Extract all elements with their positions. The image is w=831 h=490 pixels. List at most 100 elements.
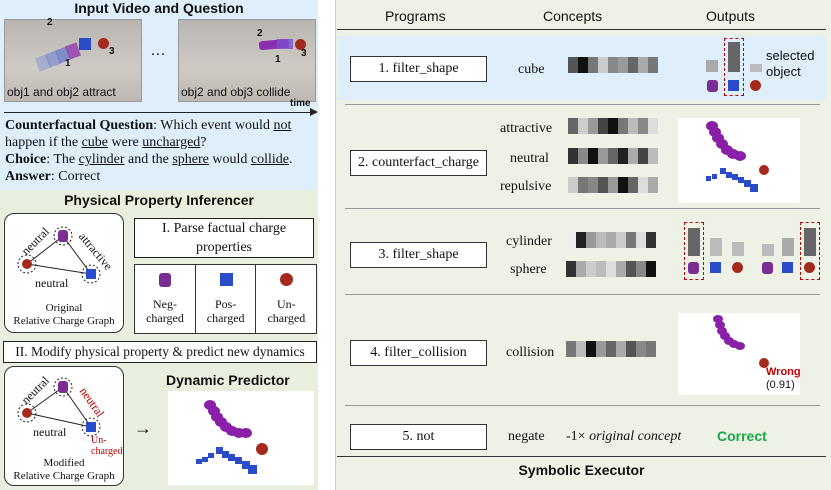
program-box-4: 4. filter_collision [350,340,487,366]
program-box-3: 3. filter_shape [350,242,487,268]
concept-embedding-neutral [568,148,658,164]
concept-label: cube [518,62,545,77]
frame-caption: obj2 and obj3 collide [181,85,291,99]
trajectory-render [713,315,769,368]
cube-icon [710,262,721,273]
question-part: were [108,135,143,150]
charge-label-pos: Pos- charged [206,297,245,325]
graph-caption-line2: Relative Charge Graph [13,470,115,482]
sphere-icon [280,273,294,286]
concept-label: cylinder [506,234,552,249]
correct-label: Correct [717,428,767,444]
sphere-icon [732,262,743,273]
trajectory-render [196,400,268,474]
question-cube: cube [81,135,109,150]
concept-label: neutral [510,151,549,166]
time-arrow [4,112,312,113]
graph-caption-line2: Relative Charge Graph [13,315,115,327]
time-arrow-head [310,108,318,116]
question-part: happen if the [5,135,82,150]
obj-number-2: 2 [257,28,263,39]
header-concepts: Concepts [543,8,603,24]
graph-edges [17,377,101,437]
negate-concept: original concept [589,429,682,444]
dynamic-predictor-title: Dynamic Predictor [166,372,290,388]
video-frame-1: 2 1 3 obj1 and obj2 attract [4,17,142,102]
header-programs: Programs [385,8,446,24]
question-part: ? [200,135,207,150]
concept-embedding-cube [568,57,658,73]
concept-label: attractive [500,121,553,136]
question-text: Counterfactual Question: Which event wou… [5,117,315,185]
sphere-object [98,38,109,49]
question-part: : Which event would [153,118,274,133]
frame-caption: obj1 and obj2 attract [7,85,116,99]
input-title: Input Video and Question [74,0,244,16]
program-box-2: 2. counterfact_charge [350,150,487,176]
original-charge-graph: neutral attractive neutral Original Rela… [4,213,124,333]
obj-number-2: 2 [47,17,53,28]
concept-label: collision [506,345,555,360]
ellipsis: … [150,42,166,59]
video-frame-2: 2 1 3 obj2 and obj3 collide [178,19,316,102]
arrow-to-predictor: → [134,418,152,438]
edge-label-neutral-bottom: neutral [35,276,69,290]
cylinder-icon [159,273,171,287]
header-outputs: Outputs [706,8,756,24]
answer-text: : Correct [50,169,101,184]
choice-label: Choice [5,152,47,167]
question-label: Counterfactual Question [5,118,154,133]
graph-caption-line1: Modified [43,457,85,469]
cube-icon [728,80,739,91]
row-divider [345,208,820,209]
concept-embedding-cylinder [566,232,656,248]
choice-collide: collide [250,152,289,167]
sphere-icon [804,262,815,273]
obj-number-3: 3 [301,48,307,59]
program-box-5: 5. not [350,424,487,450]
selection-bars [704,38,770,96]
program-box-1: 1. filter_shape [350,56,487,82]
concept-embedding-sphere [566,261,656,277]
choice-part: : The [46,152,79,167]
charge-label-neg: Neg- charged [146,297,184,325]
choice-sphere: sphere [172,152,209,167]
answer-label: Answer [5,169,51,184]
collision-render: Wrong (0.91) [678,313,801,395]
modify-property-box: II. Modify physical property & predict n… [3,341,317,363]
wrong-label: Wrong [766,366,801,378]
obj-number-3: 3 [109,46,115,57]
header-rule [337,29,826,30]
cylinder-selection-bars [684,222,750,280]
negate-expression: -1× original concept [566,429,681,445]
symbolic-executor-title: Symbolic Executor [518,462,645,478]
cube-icon [782,262,793,273]
time-label: time [290,98,311,109]
row-divider [345,405,820,406]
trajectory-render [706,121,769,192]
charge-table: Neg- charged Pos- charged Un- charged [134,264,317,334]
choice-part: would [208,152,251,167]
choice-cylinder: cylinder [78,152,125,167]
sphere-object [295,39,306,50]
concept-label: repulsive [500,179,552,194]
cube-object [79,38,91,50]
charge-cell-pos: Pos- charged [196,265,257,333]
charge-cell-neg: Neg- charged [135,265,196,333]
selected-object-label: selected object [766,48,815,79]
question-not: not [273,118,292,133]
choice-part: . [288,152,293,167]
concept-embedding-repulsive [568,177,658,193]
graph-caption-line1: Original [45,302,83,314]
cylinder-icon [762,262,773,274]
concept-label: sphere [510,262,547,277]
obj-number-1: 1 [65,58,71,69]
charge-cell-un: Un- charged [256,265,316,333]
counterfactual-render [678,118,800,203]
modified-charge-graph: neutral neutral neutral Un- charged Modi… [4,366,124,486]
wrong-score: (0.91) [766,379,795,391]
cube-object [277,39,293,49]
concept-embedding-collision [566,341,656,357]
cube-icon [219,273,233,286]
cylinder-icon [688,262,699,274]
